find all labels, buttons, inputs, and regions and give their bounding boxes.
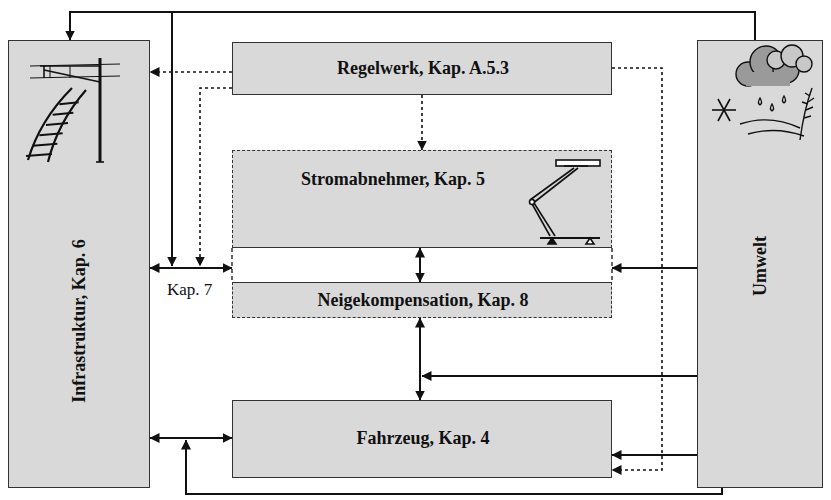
cloud	[767, 45, 812, 72]
illustration-stroke	[718, 99, 730, 121]
illustration-stroke	[26, 154, 52, 156]
vehicle-box: Fahrzeug, Kap. 4	[232, 400, 612, 478]
pantograph-illustration	[530, 160, 601, 244]
connector	[422, 375, 697, 377]
connector	[172, 12, 755, 266]
illustration-stroke	[564, 165, 588, 167]
illustration-stroke	[718, 99, 730, 121]
illustration-stroke	[46, 123, 68, 125]
illustration-stroke	[771, 104, 774, 111]
edge-label: Kap. 7	[165, 280, 214, 300]
wheat	[800, 88, 814, 140]
illustration-stroke	[802, 93, 814, 118]
connector	[150, 437, 232, 439]
rules-box: Regelwerk, Kap. A.5.3	[232, 42, 612, 95]
illustration-stroke	[28, 88, 72, 160]
illustration-stroke	[26, 102, 79, 156]
connector	[612, 454, 697, 456]
illustration-stroke	[759, 98, 762, 105]
dotted-connector	[150, 71, 232, 73]
illustration-stroke	[750, 46, 782, 78]
cloud	[736, 46, 799, 86]
connector	[419, 318, 421, 400]
node-label: Umwelt	[748, 236, 772, 296]
weather-illustration	[712, 45, 814, 140]
connector	[612, 267, 697, 269]
illustration-stroke	[586, 238, 594, 244]
tilt-compensation-box: Neigekompensation, Kap. 8	[232, 282, 612, 318]
connector	[419, 248, 421, 282]
illustration-stroke	[39, 133, 62, 135]
node-label: Stromabnehmer, Kap. 5	[273, 167, 513, 191]
illustration-stroke	[530, 200, 535, 205]
node-label: Infrastruktur, Kap. 6	[67, 239, 91, 402]
node-label: Fahrzeug, Kap. 4	[241, 426, 605, 450]
illustration-stroke	[767, 51, 785, 69]
illustration-stroke	[534, 203, 555, 236]
wind-lines	[740, 120, 804, 136]
pantograph-box: Stromabnehmer, Kap. 5	[232, 150, 612, 248]
illustration-stroke	[740, 120, 800, 128]
illustration-stroke	[548, 238, 556, 244]
illustration-stroke	[540, 237, 600, 239]
dashed-group-outline	[232, 248, 612, 282]
illustration-stroke	[783, 96, 786, 103]
illustration-stroke	[70, 66, 71, 78]
illustration-stroke	[33, 144, 58, 146]
illustration-stroke	[748, 130, 804, 136]
dotted-connector	[200, 88, 232, 266]
illustration-stroke	[50, 66, 51, 78]
infrastructure-panel: Infrastruktur, Kap. 6	[8, 40, 150, 488]
node-label: Regelwerk, Kap. A.5.3	[241, 56, 605, 80]
illustration-stroke	[53, 113, 74, 115]
snowflake	[712, 99, 736, 121]
illustration-stroke	[781, 45, 803, 67]
illustration-stroke	[231, 248, 233, 282]
node-label: Neigekompensation, Kap. 8	[241, 288, 605, 312]
environment-panel: Umwelt	[697, 40, 823, 488]
connector	[150, 267, 232, 269]
illustration-stroke	[712, 109, 736, 111]
illustration-stroke	[30, 76, 120, 78]
illustration-stroke	[30, 64, 120, 66]
illustration-stroke	[746, 72, 790, 86]
illustration-stroke	[48, 90, 86, 162]
illustration-stroke	[96, 161, 104, 163]
illustration-stroke	[532, 168, 578, 204]
illustration-stroke	[530, 168, 574, 200]
illustration-stroke	[40, 65, 100, 67]
railway-illustration	[26, 58, 120, 162]
illustration-stroke	[611, 248, 613, 282]
illustration-stroke	[43, 66, 45, 78]
illustration-stroke	[800, 88, 812, 140]
illustration-stroke	[556, 160, 600, 166]
illustration-stroke	[44, 70, 100, 82]
illustration-stroke	[773, 57, 799, 83]
rain-drops	[759, 96, 786, 111]
illustration-stroke	[736, 62, 760, 86]
illustration-stroke	[59, 102, 78, 104]
illustration-stroke	[531, 202, 550, 236]
illustration-stroke	[796, 56, 812, 72]
dotted-connector	[421, 95, 423, 150]
illustration-stroke	[99, 58, 102, 162]
